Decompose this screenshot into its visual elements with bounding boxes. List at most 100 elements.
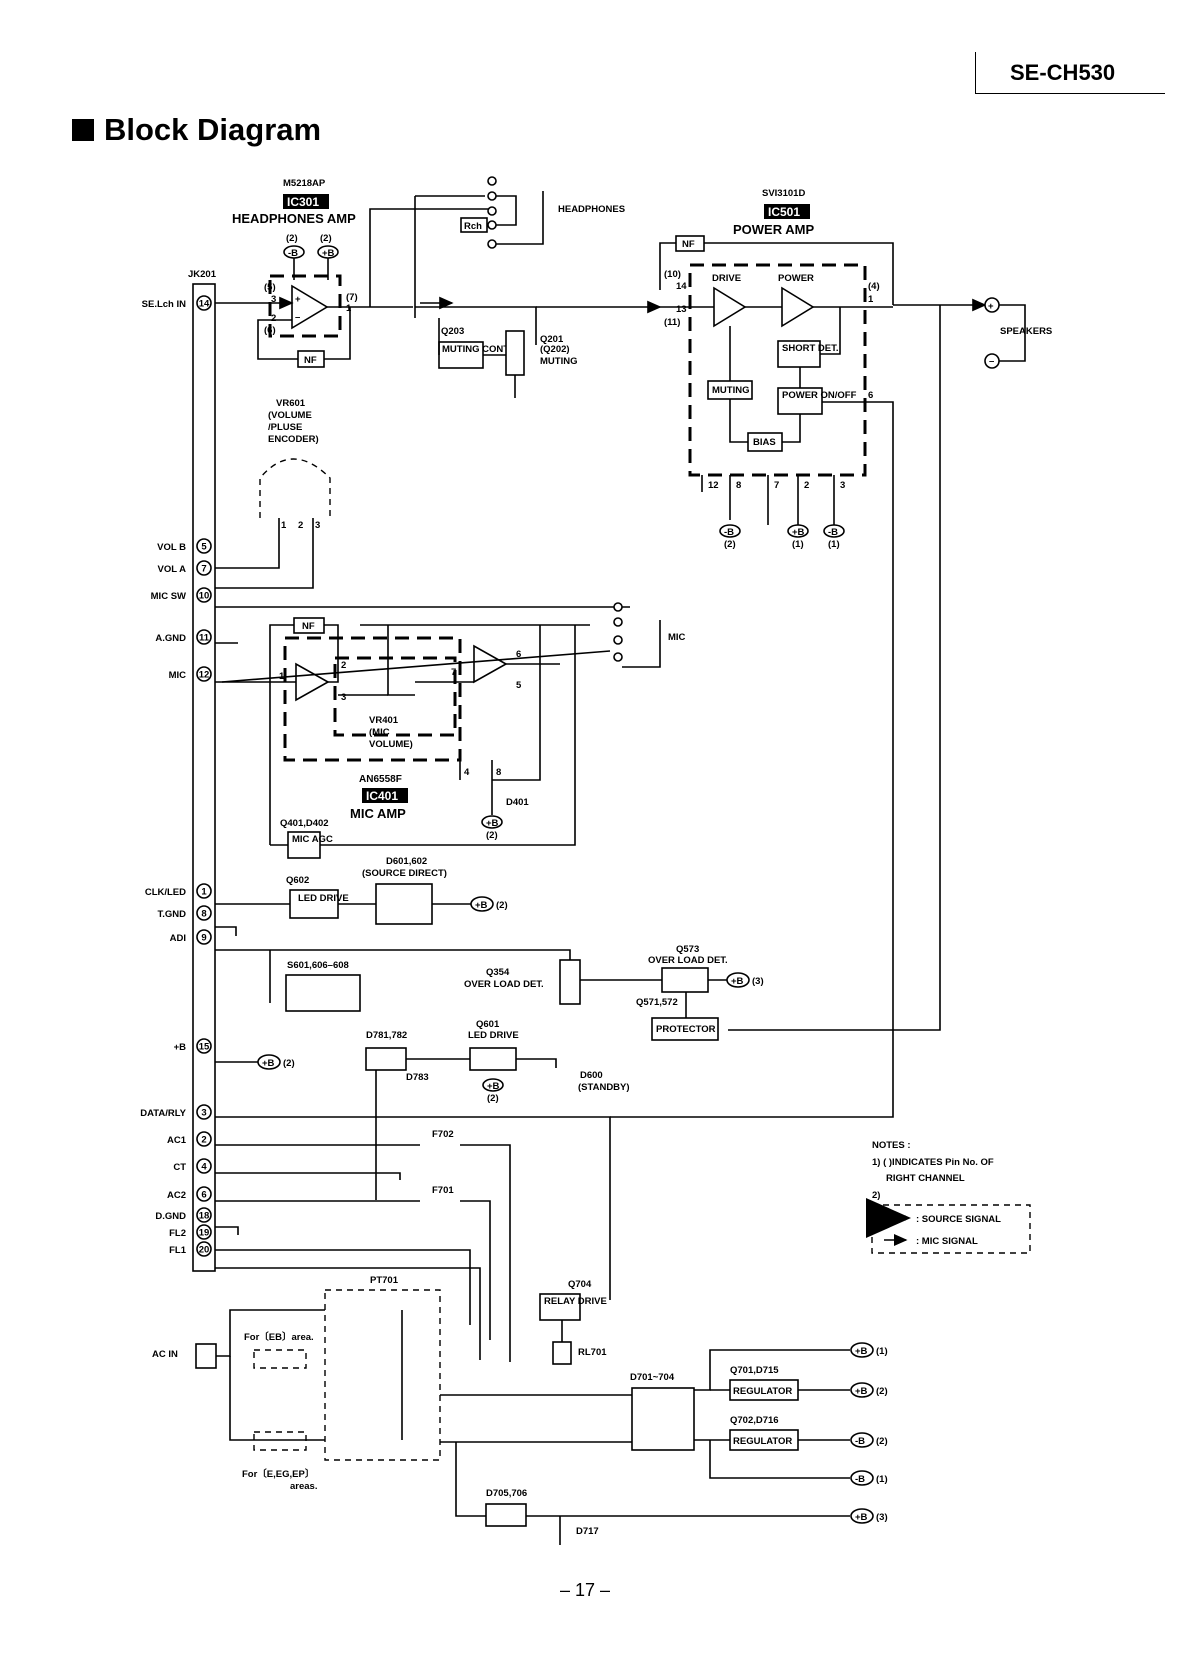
mic-amp-section: NF 123 765 VR401 (MIC VOLUME) AN6558F IC… [215,602,686,859]
svg-text:(3): (3) [752,976,764,987]
svg-text:7: 7 [774,480,779,491]
svg-text:(2): (2) [283,1058,295,1069]
model-number: SE-CH530 [1010,60,1116,85]
q602-label: Q602 [286,875,309,886]
jk-pin-number: 4 [201,1162,207,1173]
bias-block: BIAS [753,437,776,448]
d601-label: D601,602 [386,856,427,867]
notes-item-1: 1) ( )INDICATES Pin No. OF [872,1157,994,1168]
ic301-headphones-amp: M5218AP IC301 HEADPHONES AMP (2) (2) -B … [215,178,413,368]
svg-text:2: 2 [298,520,303,531]
plus-b-icon: +B [322,248,335,259]
svg-text:(1): (1) [876,1474,888,1485]
svg-text:12: 12 [708,480,719,491]
svg-text:2: 2 [341,660,346,671]
jk-pin-number: 15 [199,1042,210,1053]
svg-text:(11): (11) [664,317,680,328]
plus-b-icon: +B [731,976,744,987]
regulator-2: REGULATOR [733,1436,792,1447]
d600-desc: (STANDBY) [578,1082,630,1093]
s601-label: S601,606–608 [287,960,349,971]
headphones-label: HEADPHONES [558,204,625,215]
vr401-desc2: VOLUME) [369,739,413,750]
svg-text:1: 1 [346,303,352,314]
vr601-desc2: /PLUSE [268,422,302,433]
jk-pin-label: CLK/LED [145,887,186,898]
q601-desc: LED DRIVE [468,1030,519,1041]
svg-text:1: 1 [868,294,874,305]
svg-text:3: 3 [271,294,276,305]
svg-text:3: 3 [315,520,320,531]
page-number: – 17 – [560,1580,611,1600]
jk-pin-label: MIC SW [151,591,186,602]
d600-label: D600 [580,1070,603,1081]
pt701-transformer: PT701 AC IN For〔EB〕area. For〔E,EG,EP〕 ar… [152,1275,441,1492]
drive-label: DRIVE [712,273,741,284]
eb-area-label: For〔EB〕area. [244,1331,314,1343]
svg-text:7: 7 [451,667,456,678]
plus-b-icon: +B [855,1346,868,1357]
muting-block: MUTING [712,385,749,396]
jk-pin-12: AC1 2 [167,1131,212,1147]
jk-pin-label: DATA/RLY [140,1108,186,1119]
d783-label: D783 [406,1072,429,1083]
jk-pin-number: 10 [199,591,210,602]
jk-pin-number: 2 [201,1135,206,1146]
svg-text:(2): (2) [496,900,508,911]
jk-pin-number: 1 [201,887,207,898]
jk-pin-label: VOL A [157,564,186,575]
vr401-label: VR401 [369,715,399,726]
jk201-label: JK201 [188,269,217,280]
header-divider [975,52,976,94]
speakers-section: + – SPEAKERS [728,297,1052,1031]
nf-ic401: NF [302,621,315,632]
d701-label: D701~704 [630,1372,675,1383]
title-block: Block Diagram [72,112,321,148]
q401-label: Q401,D402 [280,818,329,829]
svg-text:1: 1 [281,520,287,531]
regulator-1: REGULATOR [733,1386,792,1397]
short-det-block: SHORT DET. [782,343,838,354]
q201-label: Q201 [540,334,564,345]
svg-text:8: 8 [496,767,501,778]
jk-pin-label: AC2 [167,1190,186,1201]
mic-signal-legend: : MIC SIGNAL [916,1236,978,1247]
notes-title: NOTES : [872,1140,911,1151]
led-drive-block: LED DRIVE [298,893,349,904]
vr601-label: VR601 [276,398,306,409]
relay-drive-block: RELAY DRIVE [544,1296,607,1307]
svg-text:(5): (5) [264,282,276,293]
vr401-desc: (MIC [369,727,390,738]
jk-pin-label: AC1 [167,1135,187,1146]
plus-b-icon: +B [855,1386,868,1397]
power-onoff-block: POWER ON/OFF [782,390,857,401]
source-signal-legend: : SOURCE SIGNAL [916,1214,1001,1225]
svg-text:6: 6 [516,649,521,660]
d781-label: D781,782 [366,1030,407,1041]
led-drive-section: Q602 LED DRIVE D601,602 (SOURCE DIRECT) … [215,856,508,936]
ic501-name: POWER AMP [733,222,814,237]
svg-text:5: 5 [516,680,522,691]
muting-label: MUTING [540,356,577,367]
protector-block: PROTECTOR [656,1024,716,1035]
vr601-desc3: ENCODER) [268,434,319,445]
svg-text:–: – [989,356,994,367]
minus-b-icon: -B [828,527,838,538]
jk-pin-label: MIC [169,670,187,681]
svg-text:(2): (2) [724,539,736,550]
jk-pin-label: D.GND [155,1211,186,1222]
svg-text:3: 3 [341,692,346,703]
svg-text:4: 4 [464,767,470,778]
svg-text:(2): (2) [876,1436,888,1447]
svg-text:(2): (2) [876,1386,888,1397]
ic501-part: SVI3101D [762,188,805,199]
